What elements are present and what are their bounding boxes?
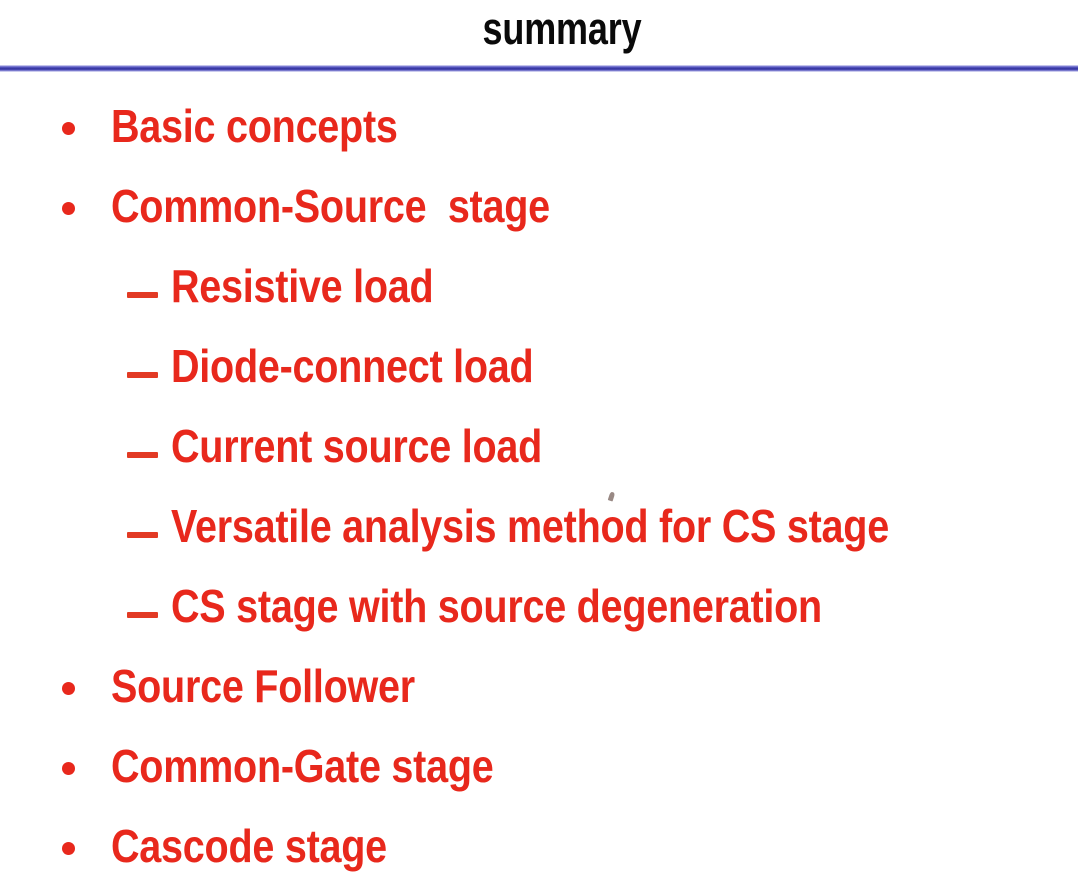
list-item-label: Resistive load [171,260,434,312]
list-item[interactable]: CS stage with source degeneration [0,570,1078,650]
list-item-label: Common-Source stage [111,180,550,232]
list-item[interactable]: Source Follower [0,650,1078,730]
list-item-label: Current source load [171,420,542,472]
bullet-disc-icon [62,682,75,695]
list-item[interactable]: Resistive load [0,250,1078,330]
list-item[interactable]: Diode-connect load [0,330,1078,410]
bullet-disc-icon [62,202,75,215]
list-item[interactable]: Common-Source stage [0,170,1078,250]
bullet-dash-icon [127,532,158,538]
list-item-label: CS stage with source degeneration [171,580,822,632]
bullet-disc-icon [62,842,75,855]
bullet-dash-icon [127,452,158,458]
list-item-label: Diode-connect load [171,340,534,392]
list-item-label: Source Follower [111,660,415,712]
bullet-disc-icon [62,122,75,135]
list-item-label: Basic concepts [111,100,398,152]
title-divider-rule [0,65,1078,72]
page-title: summary [482,3,642,54]
bullet-dash-icon [127,372,158,378]
bullet-disc-icon [62,762,75,775]
list-item-label: Versatile analysis method for CS stage [171,500,889,552]
list-item-label: Common-Gate stage [111,740,494,792]
list-item[interactable]: Versatile analysis method for CS stage [0,490,1078,570]
list-item[interactable]: Basic concepts [0,90,1078,170]
bullet-dash-icon [127,292,158,298]
list-item[interactable]: Current source load [0,410,1078,490]
list-item[interactable]: Common-Gate stage [0,730,1078,810]
list-item[interactable]: Cascode stage [0,810,1078,884]
bullet-dash-icon [127,612,158,618]
outline-list: Basic concepts Common-Source stage Resis… [0,90,1078,884]
list-item-label: Cascode stage [111,820,387,872]
